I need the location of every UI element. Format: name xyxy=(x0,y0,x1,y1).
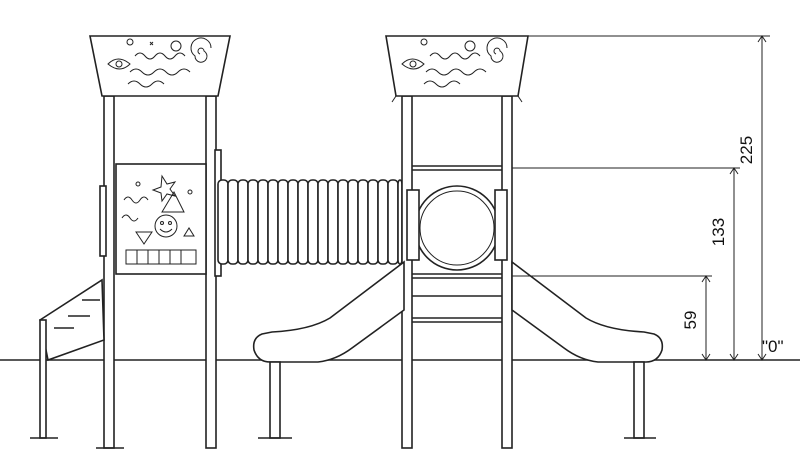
tunnel-rib xyxy=(267,179,279,265)
right-slide xyxy=(511,260,664,439)
step-ladder xyxy=(30,278,105,439)
right-tower-post-right xyxy=(501,95,513,449)
right-roof-decoration xyxy=(401,37,508,88)
smiley-face-icon xyxy=(154,214,178,238)
tunnel-rib xyxy=(257,179,269,265)
eye-pupil xyxy=(115,60,123,68)
tunnel-rib xyxy=(367,179,379,265)
tunnel-rib xyxy=(377,179,389,265)
tunnel-rib xyxy=(347,179,359,265)
dimension-label-225: 225 xyxy=(737,136,756,164)
star-icon xyxy=(149,41,154,46)
left-slide-chute xyxy=(252,260,405,363)
triangle-icon xyxy=(135,231,153,245)
tunnel-rib xyxy=(297,179,309,265)
eye-icon xyxy=(107,58,131,70)
wave-icon xyxy=(425,68,487,76)
wave-icon xyxy=(429,52,481,60)
dot-icon xyxy=(420,38,428,46)
tunnel-rib xyxy=(317,179,329,265)
tunnel-rib xyxy=(227,179,239,265)
tunnel-rib xyxy=(387,179,399,265)
dot-icon xyxy=(135,181,141,187)
dot-icon xyxy=(126,38,134,46)
triangle-icon xyxy=(183,227,195,237)
right-slide-chute xyxy=(511,260,664,363)
star-icon xyxy=(151,174,177,203)
left-slide xyxy=(252,260,405,439)
tunnel-rib xyxy=(237,179,249,265)
wave-icon xyxy=(423,80,461,88)
ladder-side-panel xyxy=(39,278,105,362)
crawl-tunnel xyxy=(217,179,403,265)
left-roof-panel xyxy=(89,35,231,97)
left-tower-post-left xyxy=(103,95,115,449)
right-tower xyxy=(385,35,529,449)
wave-icon xyxy=(134,52,186,60)
porthole-inner xyxy=(419,190,495,266)
left-tower xyxy=(89,35,231,449)
porthole-side-panel-right xyxy=(494,189,508,261)
left-slide-support xyxy=(269,361,281,439)
dimension-label-133: 133 xyxy=(709,218,728,246)
left-roof-decoration xyxy=(107,37,212,88)
dimension-label-59: 59 xyxy=(681,311,700,330)
tunnel-rib xyxy=(327,179,339,265)
wave-icon xyxy=(127,80,165,88)
ground-zero-label: "0" xyxy=(762,337,784,356)
right-slide-support xyxy=(633,361,645,439)
tunnel-rib xyxy=(357,179,369,265)
porthole-window xyxy=(414,185,500,271)
triangle-icon xyxy=(161,190,185,213)
smiley-eye xyxy=(168,221,172,225)
tunnel-rib xyxy=(277,179,289,265)
tunnel-rib xyxy=(287,179,299,265)
roof-bracket xyxy=(517,95,523,103)
panel-bracket-left xyxy=(99,185,107,257)
spiral-icon xyxy=(486,37,508,63)
wave-icon xyxy=(121,214,139,222)
sun-icon xyxy=(464,40,476,52)
panel-fence xyxy=(125,249,197,265)
eye-icon xyxy=(401,58,425,70)
tunnel-rib xyxy=(337,179,349,265)
spiral-icon xyxy=(190,37,212,63)
smiley-eye xyxy=(160,221,164,225)
wave-icon xyxy=(123,196,149,204)
sun-icon xyxy=(170,40,182,52)
tunnel-rib xyxy=(247,179,259,265)
tunnel-rib xyxy=(217,179,229,265)
porthole-side-panel-left xyxy=(406,189,420,261)
roof-bracket xyxy=(391,95,397,103)
left-activity-panel xyxy=(115,163,207,275)
smiley-mouth xyxy=(159,228,173,233)
panel-decoration xyxy=(121,174,197,265)
dimension-lines: 225 133 59 "0" xyxy=(512,35,784,361)
wave-icon xyxy=(129,68,191,76)
tunnel-rib xyxy=(307,179,319,265)
dot-icon xyxy=(187,189,193,195)
ladder-post xyxy=(39,319,47,439)
eye-pupil xyxy=(409,60,417,68)
